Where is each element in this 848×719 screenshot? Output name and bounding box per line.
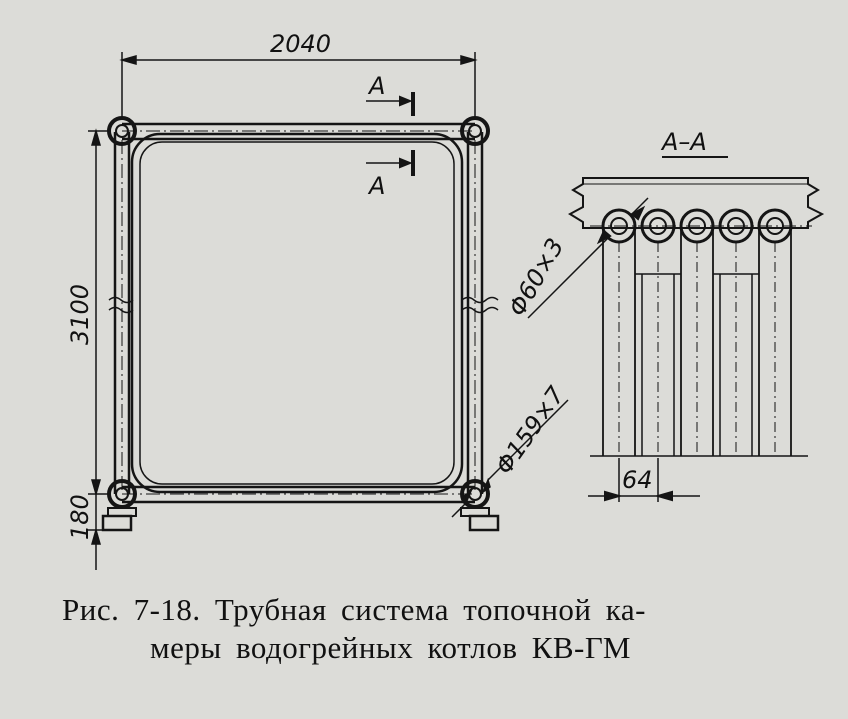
caption-line-1: Рис. 7-18. Трубная система топочной ка-: [62, 592, 646, 627]
corner-collectors: [107, 116, 490, 509]
leader-large-tube: [451, 399, 569, 518]
support-feet: [101, 507, 500, 532]
width-dimension-label: 2040: [270, 30, 331, 58]
dimension-base: [88, 494, 104, 570]
base-dimension-label: 180: [66, 494, 94, 540]
pitch-dimension-label: 64: [622, 466, 653, 494]
section-mark-bottom: A: [367, 172, 385, 200]
dimension-width: [119, 52, 478, 118]
section-mark-top: A: [367, 72, 385, 100]
large-tube-label: Φ159×7: [490, 381, 571, 480]
height-dimension-label: 3100: [66, 284, 94, 345]
caption-line-2: меры водогрейных котлов КВ-ГМ: [150, 630, 631, 665]
frame-plan-view: [108, 122, 499, 504]
section-title: A–A: [660, 128, 707, 156]
section-marks: [366, 92, 415, 176]
dimension-height: [88, 128, 110, 497]
small-tube-label: Φ60×3: [503, 234, 570, 321]
section-view: [527, 156, 825, 502]
